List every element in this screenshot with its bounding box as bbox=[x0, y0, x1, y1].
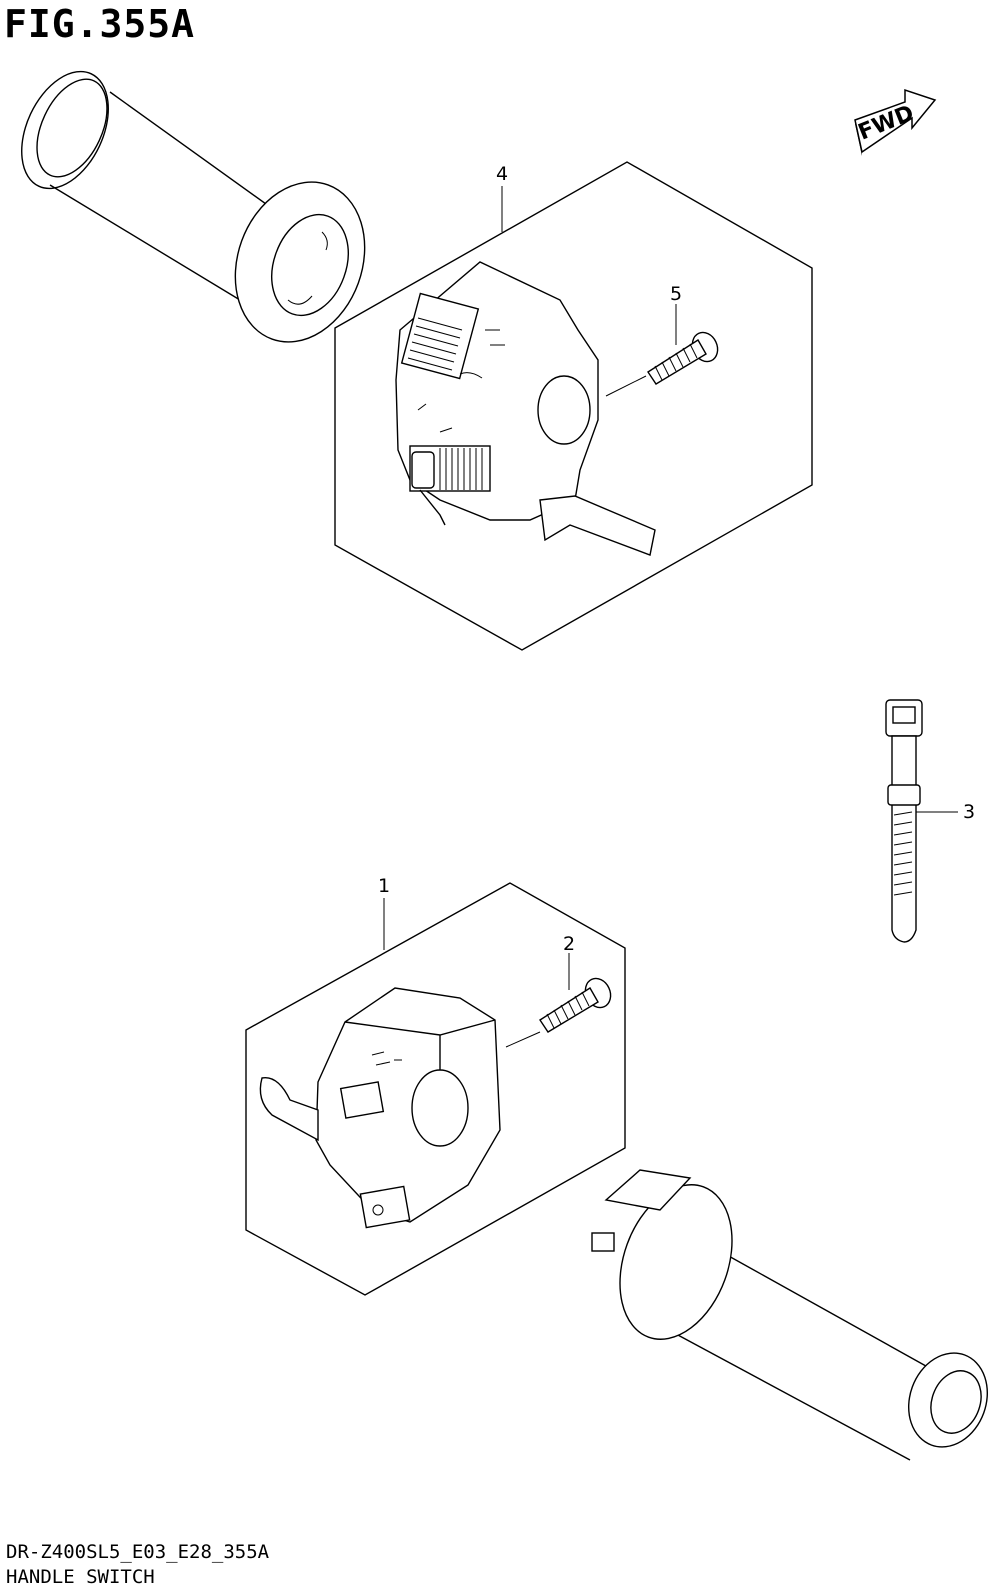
cable-tie-part-3 bbox=[885, 699, 958, 943]
right-throttle-grip bbox=[591, 1169, 989, 1461]
part-4-frame bbox=[334, 161, 813, 651]
left-handle-switch bbox=[395, 261, 656, 556]
part-1-frame bbox=[245, 882, 626, 1296]
screw-part-2 bbox=[539, 953, 612, 1033]
fwd-arrow: FWD bbox=[854, 88, 937, 156]
callout-5: 5 bbox=[670, 283, 682, 305]
screw-part-5 bbox=[647, 304, 719, 385]
callout-2: 2 bbox=[563, 933, 575, 955]
callout-1: 1 bbox=[378, 875, 390, 897]
callout-4: 4 bbox=[496, 163, 508, 185]
callout-3: 3 bbox=[963, 801, 975, 823]
model-code: DR-Z400SL5_E03_E28_355A bbox=[6, 1541, 270, 1563]
left-grip bbox=[21, 70, 366, 343]
figure-caption: HANDLE SWITCH bbox=[6, 1566, 155, 1588]
right-handle-switch bbox=[259, 987, 541, 1229]
fwd-label: FWD bbox=[855, 101, 918, 146]
figure-title: FIG.355A bbox=[4, 2, 196, 46]
